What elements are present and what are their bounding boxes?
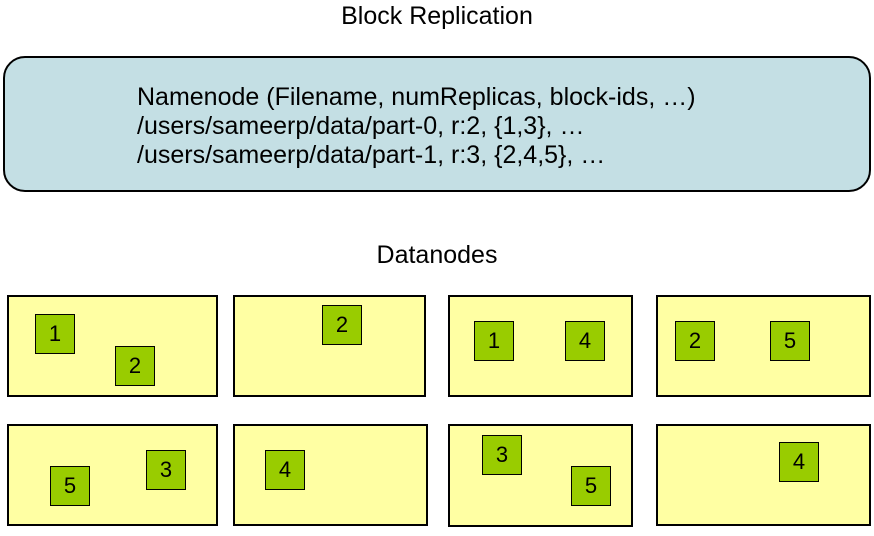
namenode-header-line: Namenode (Filename, numReplicas, block-i…: [137, 83, 696, 111]
datanode-8: 4: [656, 424, 871, 526]
datanode-6: 4: [233, 424, 428, 526]
datanode-3: 1 4: [448, 295, 633, 397]
block-replica: 1: [35, 314, 75, 354]
datanode-4: 2 5: [656, 295, 871, 397]
block-replica: 5: [571, 466, 611, 506]
block-replica: 1: [474, 321, 514, 361]
page-title: Block Replication: [341, 2, 533, 30]
block-replica: 3: [482, 435, 522, 475]
namenode-file-entry-part1: /users/sameerp/data/part-1, r:3, {2,4,5}…: [137, 141, 606, 169]
datanode-1: 1 2: [7, 295, 218, 397]
namenode-text: Namenode (Filename, numReplicas, block-i…: [137, 83, 696, 170]
block-replica: 5: [770, 321, 810, 361]
block-replica: 2: [115, 346, 155, 386]
block-replica: 4: [265, 450, 305, 490]
datanode-7: 3 5: [448, 424, 633, 527]
block-replica: 3: [146, 450, 186, 490]
block-replica: 2: [322, 305, 362, 345]
block-replica: 5: [50, 466, 90, 506]
datanode-2: 2: [233, 295, 426, 397]
datanode-5: 5 3: [7, 424, 218, 526]
block-replica: 2: [675, 321, 715, 361]
datanodes-title: Datanodes: [376, 241, 498, 269]
block-replica: 4: [779, 442, 819, 482]
block-replica: 4: [565, 321, 605, 361]
namenode-file-entry-part0: /users/sameerp/data/part-0, r:2, {1,3}, …: [137, 112, 585, 140]
namenode-box: Namenode (Filename, numReplicas, block-i…: [3, 56, 871, 192]
